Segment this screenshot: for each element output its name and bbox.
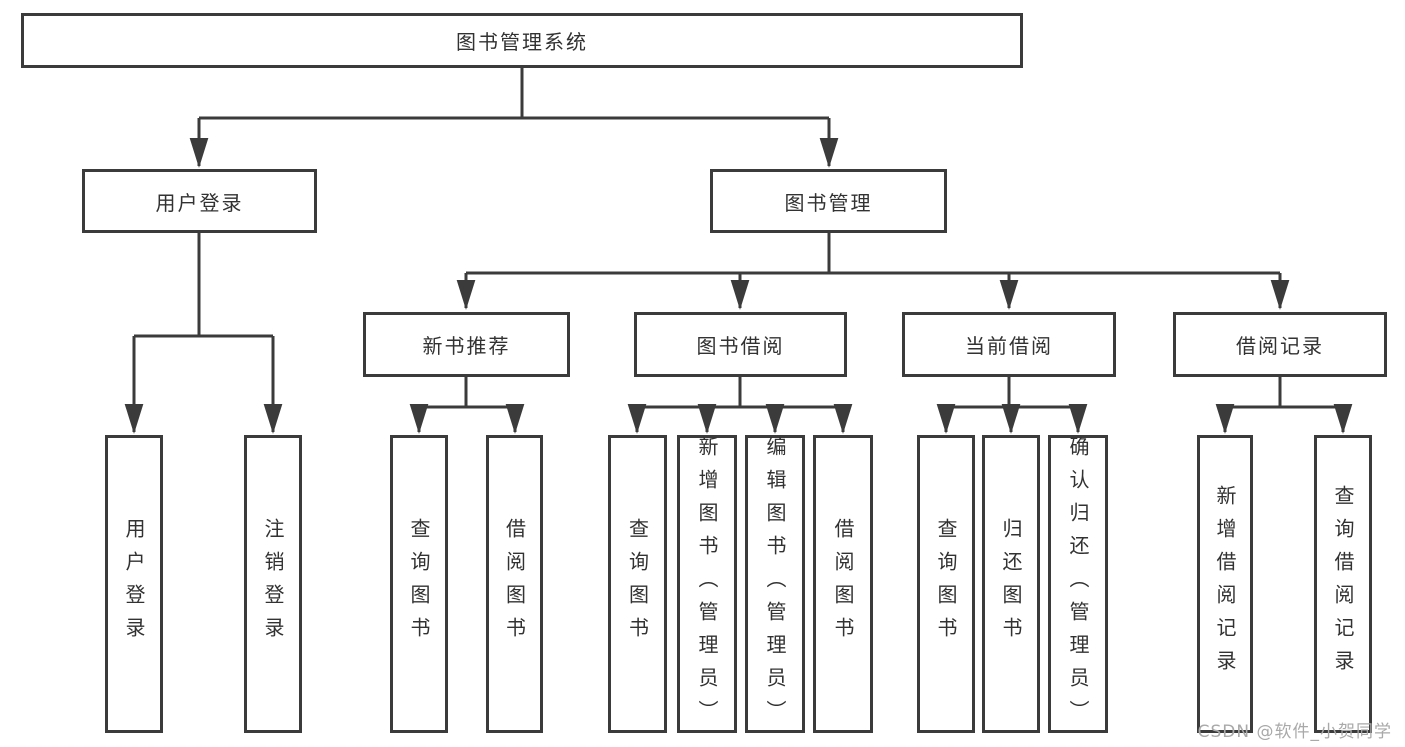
leaf-return-book-label: 归还图书 (999, 518, 1023, 650)
leaf-borrow-books-2-label: 借阅图书 (831, 518, 855, 650)
leaf-borrow-books-1: 借阅图书 (486, 435, 543, 733)
leaf-logout: 注销登录 (244, 435, 302, 733)
leaf-query-borrow-record-label: 查询借阅记录 (1331, 485, 1355, 683)
leaf-add-book-admin: 新增图书（管理员） (677, 435, 737, 733)
node-book-borrow: 图书借阅 (634, 312, 847, 377)
node-user-login-label: 用户登录 (155, 190, 244, 215)
leaf-borrow-books-2: 借阅图书 (813, 435, 873, 733)
leaf-query-books-3-label: 查询图书 (934, 518, 958, 650)
leaf-query-books-1-label: 查询图书 (407, 518, 431, 650)
watermark: CSDN @软件_小贺同学 (1197, 722, 1392, 742)
leaf-add-book-admin-label: 新增图书（管理员） (695, 435, 719, 733)
node-current-borrow-label: 当前借阅 (965, 334, 1053, 358)
node-root: 图书管理系统 (21, 13, 1023, 68)
leaf-user-login-label: 用户登录 (122, 518, 146, 650)
leaf-add-borrow-record: 新增借阅记录 (1197, 435, 1253, 733)
leaf-confirm-return-admin: 确认归还（管理员） (1048, 435, 1108, 733)
leaf-confirm-return-admin-label: 确认归还（管理员） (1066, 435, 1090, 733)
leaf-edit-book-admin-label: 编辑图书（管理员） (763, 435, 787, 733)
leaf-query-books-1: 查询图书 (390, 435, 448, 733)
leaf-query-borrow-record: 查询借阅记录 (1314, 435, 1372, 733)
node-book-management-label: 图书管理 (784, 190, 873, 215)
node-book-management: 图书管理 (710, 169, 947, 233)
node-book-borrow-label: 图书借阅 (696, 334, 785, 358)
node-new-book-recommend: 新书推荐 (363, 312, 570, 377)
node-current-borrow: 当前借阅 (902, 312, 1116, 377)
leaf-add-borrow-record-label: 新增借阅记录 (1213, 485, 1237, 683)
leaf-query-books-3: 查询图书 (917, 435, 975, 733)
leaf-return-book: 归还图书 (982, 435, 1040, 733)
node-user-login: 用户登录 (82, 169, 317, 233)
leaf-query-books-2: 查询图书 (608, 435, 667, 733)
node-root-label: 图书管理系统 (456, 30, 588, 54)
node-borrow-records: 借阅记录 (1173, 312, 1387, 377)
node-new-book-recommend-label: 新书推荐 (422, 334, 511, 358)
leaf-borrow-books-1-label: 借阅图书 (502, 518, 527, 650)
leaf-logout-label: 注销登录 (261, 518, 285, 650)
leaf-edit-book-admin: 编辑图书（管理员） (745, 435, 805, 733)
node-borrow-records-label: 借阅记录 (1236, 334, 1324, 358)
leaf-user-login: 用户登录 (105, 435, 163, 733)
leaf-query-books-2-label: 查询图书 (625, 518, 650, 650)
